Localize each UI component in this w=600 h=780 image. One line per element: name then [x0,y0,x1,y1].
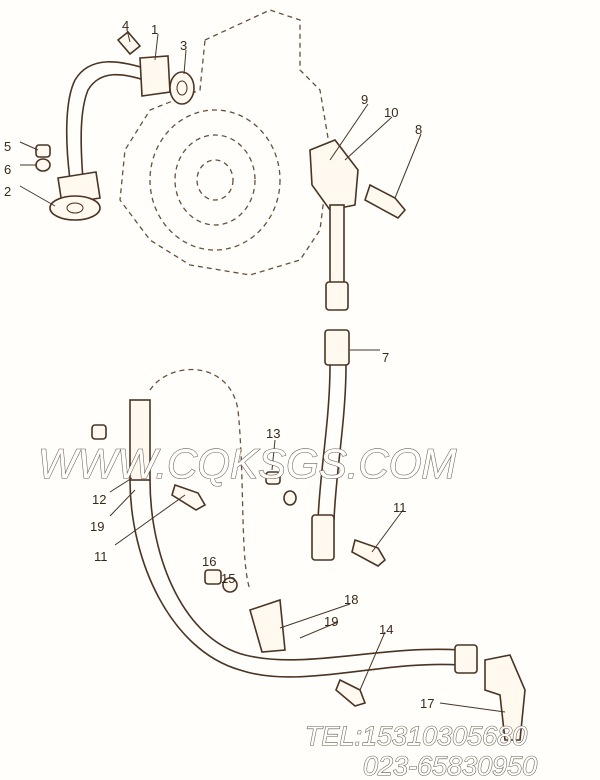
callout-13: 13 [266,426,280,441]
leader-lines [19,29,506,713]
bracket-18 [249,598,286,653]
watermark-site: WWW.CQKSGS.COM [38,440,456,487]
watermark-phone: 023-65830950 [363,751,537,780]
callout-1: 1 [151,22,158,37]
oil-pipe-upper [35,30,195,221]
callout-4: 4 [122,18,129,33]
nut-13 [265,471,281,485]
watermark-tel: TEL:15310305680 [305,721,527,751]
callout-16: 16 [202,554,216,569]
nut-5 [35,144,51,158]
callout-8: 8 [415,122,422,137]
callout-11: 11 [94,549,108,564]
elbow-17 [484,654,526,741]
callout-2: 2 [4,184,11,199]
bolt-14 [335,678,367,707]
callout-9: 9 [361,92,368,107]
callout-5: 5 [4,139,11,154]
callout-15: 15 [221,571,235,586]
nut-16 [204,569,222,585]
callout-18: 18 [344,592,358,607]
callout-19: 19 [324,614,338,629]
bolt-8 [364,183,407,220]
callout-6: 6 [4,162,11,177]
drain-fitting-upper [309,139,407,567]
gasket-2 [49,195,101,221]
flange-9-10 [309,139,359,211]
callout-12: 12 [92,492,106,507]
bolt-11-left [171,483,207,511]
callout-19: 19 [90,519,104,534]
callout-11: 11 [393,500,407,515]
flange-1 [139,55,171,97]
washer-15 [222,577,238,593]
turbocharger-outline [119,9,331,276]
gasket-3 [169,71,195,105]
callout-10: 10 [384,105,398,120]
washer-6 [35,158,51,172]
bolt-11-right [351,538,387,567]
callout-3: 3 [180,38,187,53]
callout-17: 17 [420,696,434,711]
callout-7: 7 [382,350,389,365]
oil-hose-lower [91,368,526,741]
bolt-4 [116,30,142,56]
callout-14: 14 [379,622,393,637]
